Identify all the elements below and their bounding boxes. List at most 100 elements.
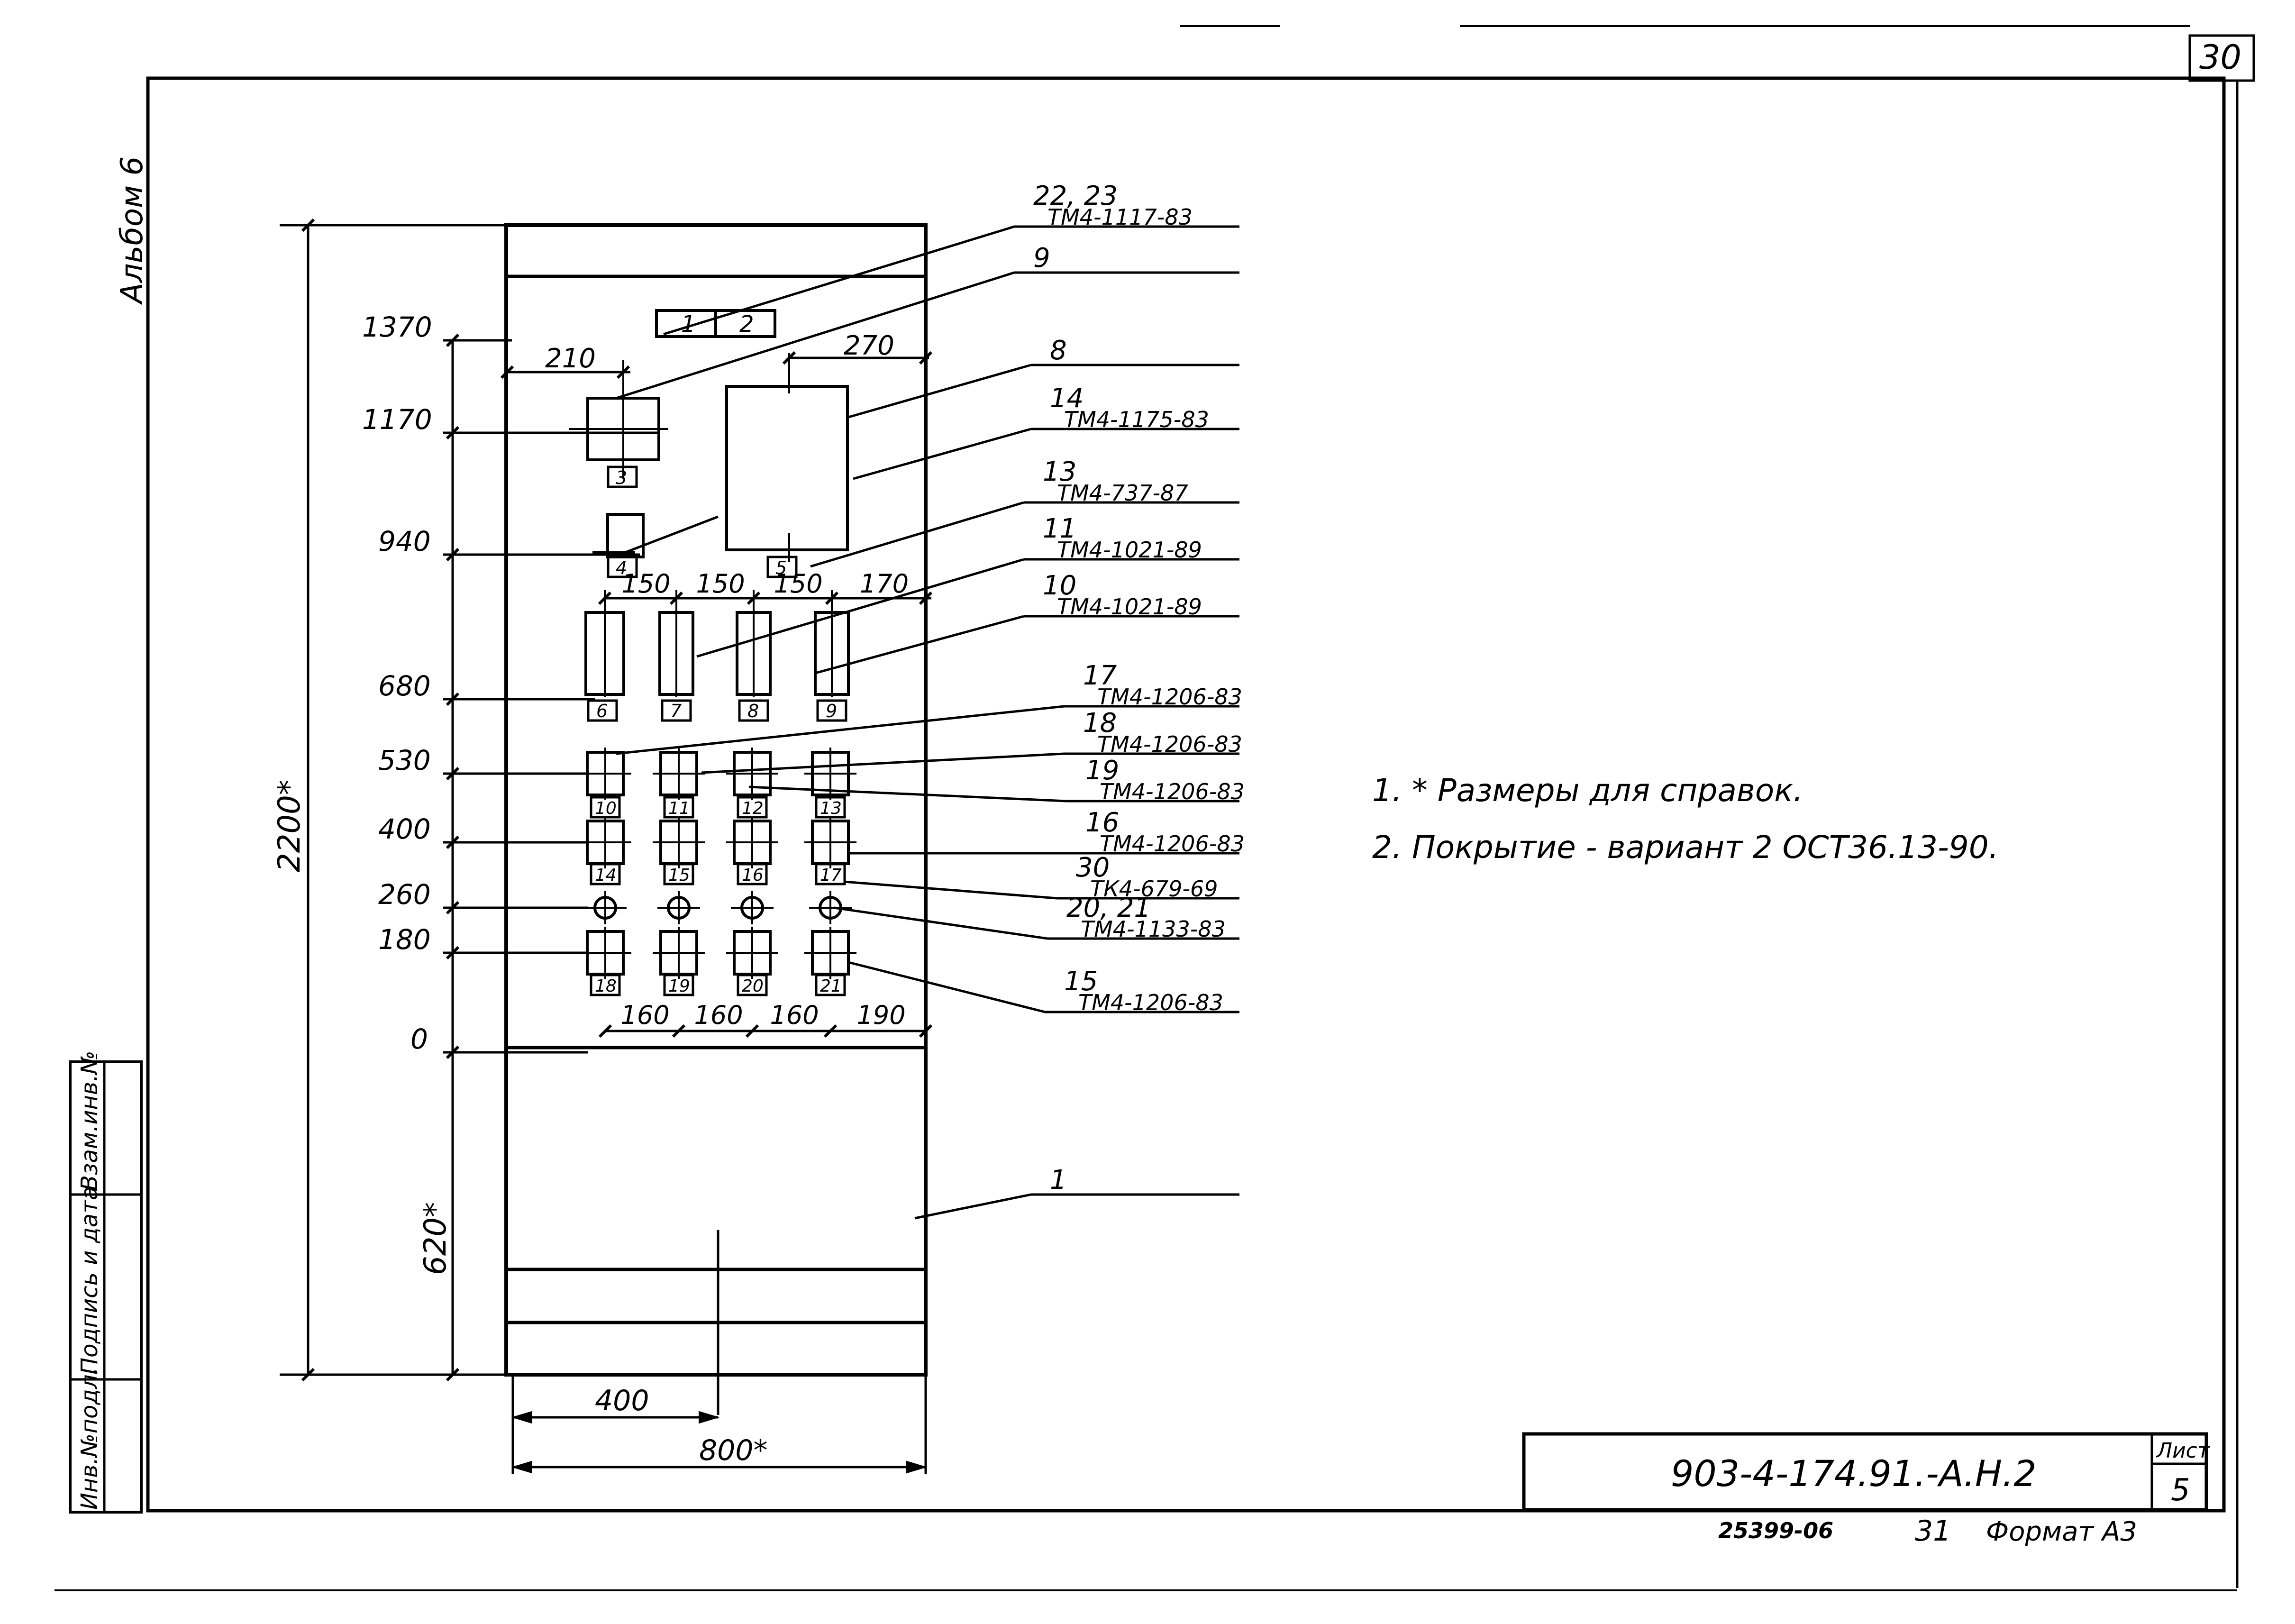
dim-total-width: 800*: [699, 1434, 768, 1467]
album-label: Альбом 6: [115, 156, 150, 305]
callout-num-3: 14: [1050, 383, 1084, 414]
dim-row2-1: 160: [694, 1000, 743, 1030]
leader-12: [834, 906, 1048, 940]
pos-label-18: 18: [595, 976, 617, 996]
pos-box-9: [816, 699, 847, 722]
leader-device-4: [625, 515, 719, 554]
callout-num-0: 22, 23: [1033, 181, 1118, 211]
leader-11: [843, 880, 1057, 900]
dim-row2-2: 160: [770, 1000, 819, 1030]
callout-num-9: 19: [1085, 755, 1119, 786]
side-stamp: [69, 1060, 143, 1514]
title-designation: 903-4-174.91.-А.Н.2: [1671, 1452, 2037, 1495]
dim-row1-1: 150: [696, 569, 745, 599]
device-4: [606, 513, 645, 558]
sheet-corner-number: 30: [2199, 38, 2241, 77]
callout-ref-12: ТМ4-1133-83: [1081, 916, 1226, 942]
leader-9: [748, 785, 1067, 803]
note-2: 2. Покрытие - вариант 2 ОСТ36.13-90.: [1372, 829, 1999, 866]
dim-top-right: 270: [844, 330, 894, 361]
pos-box-7: [661, 699, 692, 722]
level-label-260: 260: [378, 878, 431, 911]
pos-box-16: [737, 863, 768, 885]
archive-number: 25399-06: [1718, 1518, 1833, 1543]
leader-0: [663, 225, 1015, 336]
pos-label-20: 20: [742, 976, 764, 996]
callout-num-8: 18: [1083, 708, 1117, 739]
pos-label-8: 8: [747, 701, 759, 721]
pos-label-17: 17: [820, 866, 842, 885]
callout-num-6: 10: [1043, 570, 1076, 601]
callout-num-10: 16: [1085, 807, 1119, 838]
pos-box-8: [738, 699, 769, 722]
level-label-1170: 1170: [362, 403, 432, 436]
pos-label-2: 2: [739, 311, 754, 338]
callout-ref-5: ТМ4-1021-89: [1057, 537, 1202, 563]
pos-box-18: [590, 974, 621, 996]
leader-4: [810, 501, 1024, 568]
pos-label-1: 1: [681, 311, 696, 338]
pos-label-13: 13: [820, 799, 842, 818]
level-label-1370: 1370: [362, 311, 432, 343]
pos-label-4: 4: [616, 557, 627, 578]
pos-box-21: [815, 974, 846, 996]
pos-label-5: 5: [775, 557, 787, 578]
copy-number: 31: [1915, 1515, 1951, 1548]
pos-box-19: [663, 974, 694, 996]
pos-label-6: 6: [596, 701, 608, 721]
callout-num-7: 17: [1083, 660, 1117, 691]
leader-8: [701, 752, 1065, 774]
callout-ref-11: ТК4-679-69: [1090, 876, 1218, 902]
dim-total-height: 2200*: [272, 780, 307, 872]
callout-ref-3: ТМ4-1175-83: [1064, 407, 1209, 432]
pos-label-16: 16: [742, 866, 764, 885]
pos-box-17: [815, 863, 846, 885]
pos-box-20: [737, 974, 768, 996]
leader-2: [848, 364, 1031, 419]
callout-num-12: 20, 21: [1066, 893, 1151, 923]
callout-num-13: 15: [1064, 966, 1098, 997]
pos-label-19: 19: [668, 976, 690, 996]
side-stamp-label-2: Подпись и дата: [76, 1186, 103, 1375]
pos-label-11: 11: [668, 799, 690, 818]
callout-ref-4: ТМ4-737-87: [1057, 480, 1188, 506]
pos-box-14: [590, 863, 621, 885]
callout-ref-7: ТМ4-1206-83: [1097, 684, 1242, 710]
dim-top-left: 210: [545, 343, 596, 374]
pos-label-15: 15: [668, 866, 690, 885]
level-label-0: 0: [410, 1023, 428, 1055]
title-block: [1522, 1432, 2208, 1512]
leader-6: [815, 615, 1024, 675]
pos-label-21: 21: [820, 976, 842, 996]
leader-14: [914, 1193, 1031, 1220]
leader-3: [853, 428, 1031, 480]
dim-row2-0: 160: [621, 1000, 670, 1030]
leader-1: [616, 271, 1015, 400]
side-stamp-label-1: Инв.№подл.: [76, 1367, 103, 1510]
callout-ref-10: ТМ4-1206-83: [1100, 831, 1245, 857]
callout-num-11: 30: [1076, 852, 1110, 883]
dim-row2-3: 190: [857, 1000, 906, 1030]
callout-ref-8: ТМ4-1206-83: [1097, 731, 1242, 757]
level-label-180: 180: [378, 923, 431, 956]
cabinet-outline: [504, 223, 928, 1377]
corner-box: [2188, 34, 2255, 82]
level-label-940: 940: [378, 525, 431, 557]
side-stamp-label-3: Взам.инв.№: [76, 1051, 103, 1191]
pos-label-9: 9: [826, 701, 837, 721]
leader-5: [696, 558, 1024, 658]
dim-half-width: 400: [595, 1384, 649, 1417]
dim-row1-0: 150: [622, 569, 671, 599]
callout-num-4: 13: [1043, 456, 1076, 487]
level-label-680: 680: [378, 670, 431, 702]
pos-box-5: [766, 556, 798, 578]
pos-box-15: [663, 863, 694, 885]
dim-row1-3: 170: [860, 569, 909, 599]
note-1: 1. * Размеры для справок.: [1372, 772, 1803, 809]
format-label: Формат А3: [1986, 1516, 2137, 1547]
leader-7: [616, 705, 1065, 755]
dim-row1-2: 150: [774, 569, 823, 599]
pos-box-3: [607, 465, 638, 488]
pos-label-12: 12: [742, 799, 764, 818]
